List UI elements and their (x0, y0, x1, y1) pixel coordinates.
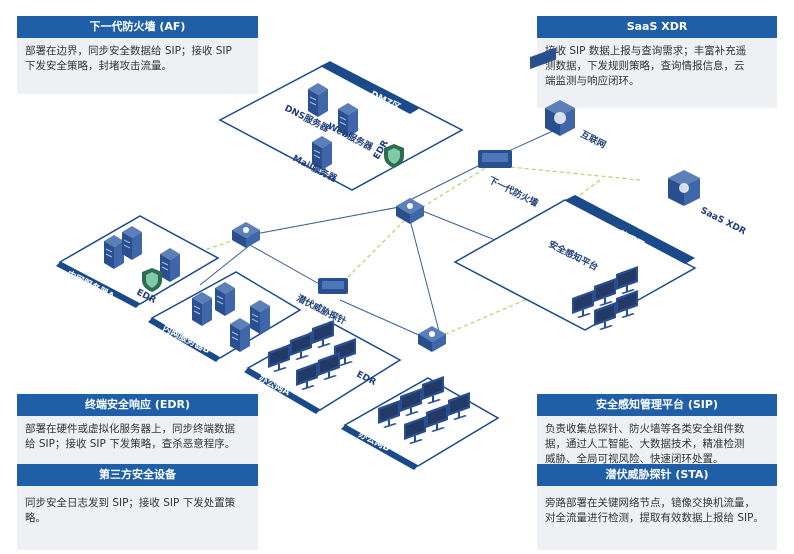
card-edr: 终端安全响应 (EDR) 部署在硬件或虚拟化服务器上，同步终端数据 给 SIP；… (17, 394, 258, 464)
card-xdr: SaaS XDR 接收 SIP 数据上报与查询需求；丰富补充遥 测数据，下发规则… (537, 16, 777, 108)
switch-top (396, 198, 424, 224)
saas-xdr-label: SaaS XDR (699, 206, 748, 237)
mail-server-label: Mail服务器 (291, 152, 340, 185)
card-sip-line: 据，通过人工智能、大数据技术，精准检测 (545, 438, 745, 450)
card-af: 下一代防火墙 (AF) 部署在边界，同步安全数据给 SIP；接收 SIP 下发安… (17, 16, 258, 94)
card-sip-line: 威胁、全局可视风险、快速闭环处置。 (545, 453, 724, 465)
zone-office-b-label: 办公网B (357, 428, 393, 454)
card-sta-line: 旁路部署在关键网络节点，镜像交换机流量， (545, 497, 755, 509)
card-third: 第三方安全设备 同步安全日志发到 SIP；接收 SIP 下发处置策 略。 (17, 464, 258, 550)
card-xdr-line: 端监测与响应闭环。 (545, 75, 640, 87)
zone-mgmt-label: 管理区 (617, 228, 647, 251)
zone-office-b: 办公网B (341, 375, 500, 470)
card-edr-body: 部署在硬件或虚拟化服务器上，同步终端数据 给 SIP；接收 SIP 下发策略，查… (17, 416, 258, 464)
card-af-title: 下一代防火墙 (AF) (17, 16, 258, 38)
card-sta: 潜伏威胁探针 (STA) 旁路部署在关键网络节点，镜像交换机流量， 对全流量进行… (537, 464, 777, 550)
zone-office-a-label: 办公网A (257, 372, 293, 398)
sta-node: 潜伏威胁探针 (295, 278, 349, 327)
card-xdr-line: 测数据，下发规则策略，查询情报信息，云 (545, 60, 745, 72)
card-third-body: 同步安全日志发到 SIP；接收 SIP 下发处置策 略。 (17, 486, 258, 550)
edr-office-label: EDR (355, 370, 378, 388)
internet-label: 互联网 (579, 128, 609, 151)
card-xdr-title: SaaS XDR (537, 16, 777, 38)
edr-dmz-label: EDR (372, 139, 391, 162)
card-af-line: 下发安全策略，封堵攻击流量。 (25, 60, 172, 72)
card-sta-body: 旁路部署在关键网络节点，镜像交换机流量， 对全流量进行检测，提取有效数据上报给 … (537, 486, 777, 550)
card-af-line: 部署在边界，同步安全数据给 SIP；接收 SIP (25, 45, 232, 57)
card-sip-title: 安全感知管理平台 (SIP) (537, 394, 777, 416)
firewall-label: 下一代防火墙 (487, 174, 541, 209)
card-third-line: 略。 (25, 512, 46, 524)
card-xdr-body: 接收 SIP 数据上报与查询需求；丰富补充遥 测数据，下发规则策略，查询情报信息… (537, 38, 777, 108)
zone-dmz-label: DMZ区 (369, 89, 402, 113)
card-edr-line: 给 SIP；接收 SIP 下发策略，查杀恶意程序。 (25, 438, 236, 450)
edr-server-label: EDR (135, 288, 158, 306)
dashed-links (179, 164, 641, 341)
solid-links (199, 129, 556, 341)
card-third-title: 第三方安全设备 (17, 464, 258, 486)
zone-server-a-label: 内网服务器A (65, 268, 117, 302)
sip-platform-label: 安全感知平台 (547, 238, 601, 273)
switch-bottom (418, 326, 446, 352)
card-sip-line: 负责收集总探针、防火墙等各类安全组件数 (545, 423, 745, 435)
web-server-label: Web服务器 (326, 120, 376, 153)
card-third-line: 同步安全日志发到 SIP；接收 SIP 下发处置策 (25, 497, 236, 509)
dns-server-label: DNS服务器 (283, 102, 333, 135)
card-sta-line: 对全流量进行检测，提取有效数据上报给 SIP。 (545, 512, 764, 524)
firewall-node: 下一代防火墙 (478, 150, 540, 209)
sta-label: 潜伏威胁探针 (295, 292, 349, 327)
card-af-body: 部署在边界，同步安全数据给 SIP；接收 SIP 下发安全策略，封堵攻击流量。 (17, 38, 258, 94)
card-edr-title: 终端安全响应 (EDR) (17, 394, 258, 416)
saas-xdr-node: SaaS XDR (668, 170, 747, 237)
zone-office-a: 办公网A EDR (244, 319, 402, 414)
zone-server-a: 内网服务器A EDR (56, 215, 220, 308)
zone-server-b-label: 内网服务器B (161, 322, 213, 356)
card-edr-line: 部署在硬件或虚拟化服务器上，同步终端数据 (25, 423, 235, 435)
zone-server-b: 内网服务器B (148, 271, 302, 362)
card-xdr-line: 接收 SIP 数据上报与查询需求；丰富补充遥 (545, 45, 747, 57)
switch-left (232, 222, 260, 248)
card-sta-title: 潜伏威胁探针 (STA) (537, 464, 777, 486)
